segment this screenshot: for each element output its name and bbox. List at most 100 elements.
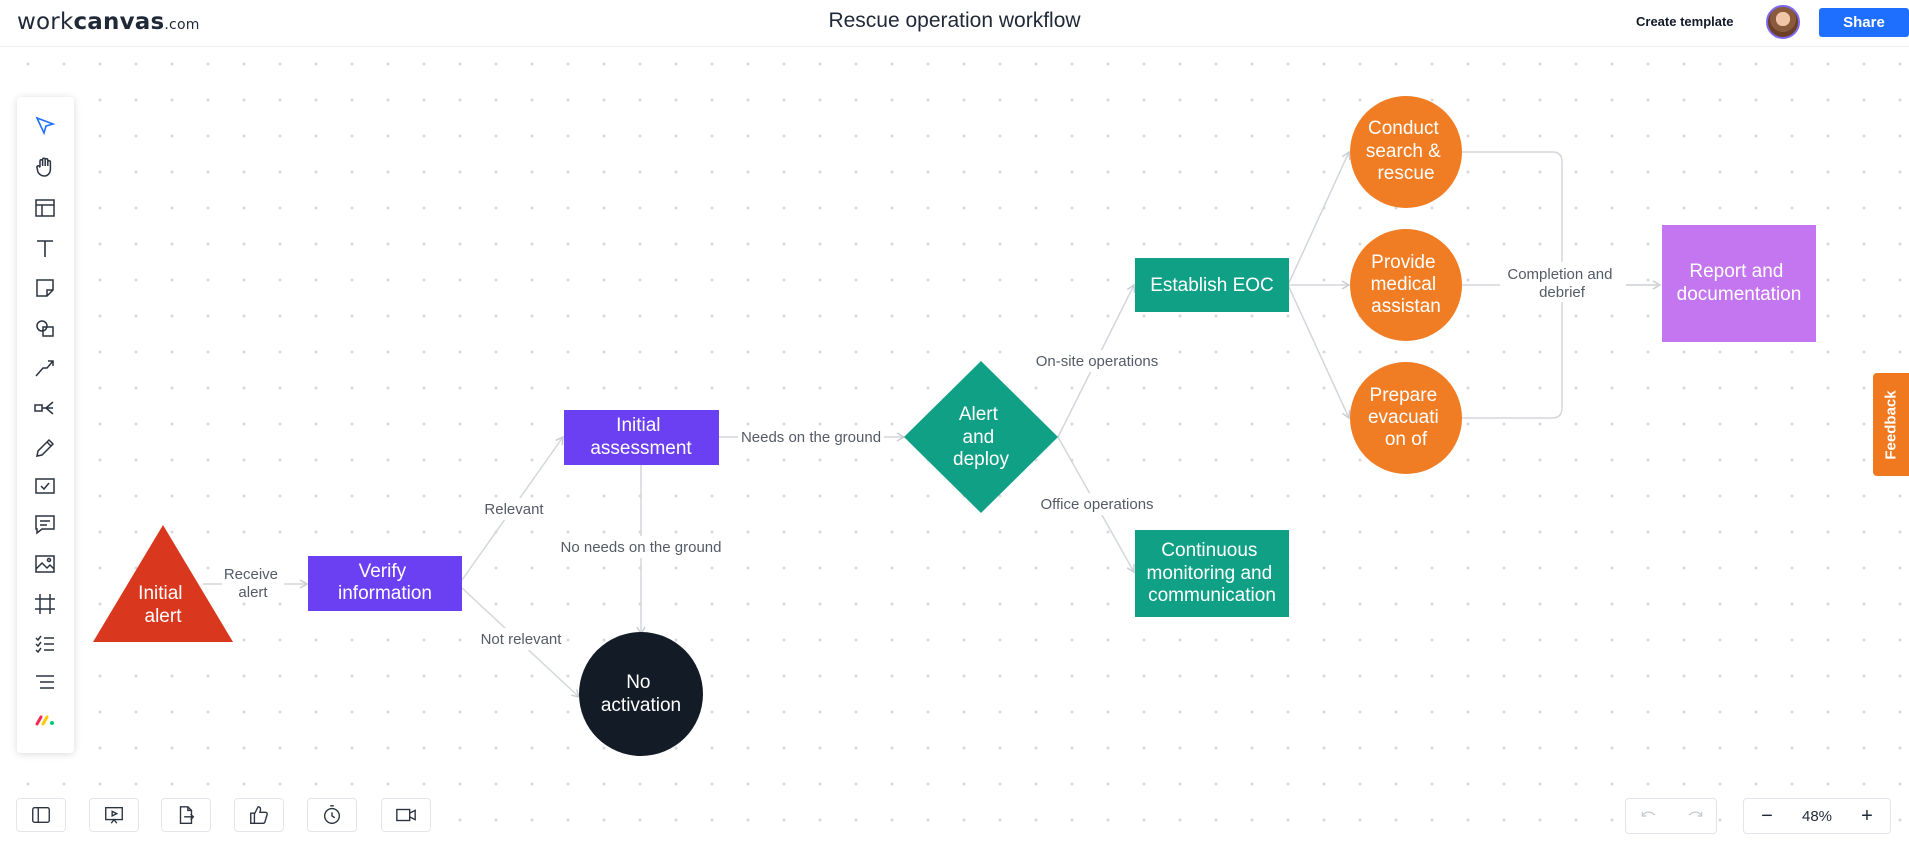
node-evac-line-2: evacuati	[1368, 407, 1439, 428]
label-office-operations: Office operations	[1040, 496, 1153, 513]
node-alert-deploy-line-3: deploy	[953, 449, 1009, 470]
mind-map-icon[interactable]	[30, 393, 60, 423]
node-search-line-3: rescue	[1377, 163, 1434, 184]
sticky-note-icon[interactable]	[30, 273, 60, 303]
left-toolbar	[17, 97, 74, 753]
svg-text:Conduct search &: Conduct search & rescue	[1366, 118, 1446, 184]
logo-light: work	[17, 9, 74, 35]
edge-eoc-to-evac[interactable]	[1287, 284, 1351, 420]
image-icon[interactable]	[30, 549, 60, 579]
node-alert-and-deploy[interactable]: Alert and deploy	[904, 361, 1058, 513]
timer-icon	[323, 805, 341, 824]
edge-evac-to-report[interactable]	[1461, 284, 1573, 419]
edge-eoc-to-search[interactable]	[1287, 150, 1351, 286]
node-evac-line-3: on of	[1385, 429, 1428, 450]
label-not-relevant: Not relevant	[481, 631, 563, 648]
node-evac-line-1: Prepare	[1370, 385, 1438, 406]
shapes-icon[interactable]	[30, 313, 60, 343]
node-initial-alert[interactable]: Initial alert	[93, 525, 233, 642]
frame-icon[interactable]	[30, 589, 60, 619]
undo-icon	[1641, 811, 1656, 817]
zoom-level[interactable]: 48%	[1801, 807, 1833, 825]
svg-text:No activation: No activation	[601, 672, 681, 716]
node-initial-assessment[interactable]: Initial assessment	[564, 410, 719, 465]
export-button[interactable]	[161, 798, 211, 832]
svg-text:Provide medical: Provide medical assistan	[1371, 252, 1442, 317]
timer-button[interactable]	[307, 798, 357, 832]
redo-icon	[1688, 811, 1703, 817]
node-eoc-line-1: Establish EOC	[1150, 275, 1274, 296]
checklist-icon[interactable]	[30, 629, 60, 659]
list-outline-icon[interactable]	[30, 667, 60, 697]
comment-icon[interactable]	[30, 509, 60, 539]
connector-line-icon[interactable]	[30, 353, 60, 383]
node-no-activation-line-2: activation	[601, 695, 681, 716]
user-avatar[interactable]	[1766, 5, 1800, 39]
logo-bold: canvas	[73, 9, 165, 35]
svg-text:Alert and depl: Alert and deploy	[953, 404, 1009, 470]
select-pointer-icon[interactable]	[30, 111, 60, 141]
node-monitoring-line-1: Continuous	[1161, 540, 1257, 561]
label-no-needs: No needs on the ground	[561, 539, 722, 556]
node-report-line-1: Report and	[1689, 261, 1783, 282]
logo-suffix: .com	[164, 17, 200, 33]
node-search-line-2: search &	[1366, 141, 1441, 162]
feedback-tab[interactable]: Feedback	[1873, 373, 1909, 476]
sidebar-toggle-button[interactable]	[16, 798, 66, 832]
share-button[interactable]: Share	[1819, 8, 1909, 37]
redo-button[interactable]	[1672, 799, 1718, 833]
node-assessment-line-2: assessment	[590, 438, 692, 459]
node-report-documentation[interactable]: Report and documentation	[1662, 225, 1816, 342]
vote-button[interactable]	[234, 798, 284, 832]
feedback-label: Feedback	[1882, 389, 1900, 460]
zoom-out-button[interactable]: −	[1761, 804, 1773, 827]
layout-template-icon[interactable]	[30, 193, 60, 223]
node-conduct-search-rescue[interactable]: Conduct search & rescue	[1350, 96, 1462, 208]
video-button[interactable]	[381, 798, 431, 832]
thumbs-up-icon	[250, 806, 268, 824]
node-report-line-2: documentation	[1677, 284, 1802, 305]
pen-icon[interactable]	[30, 433, 60, 463]
node-prepare-evacuation[interactable]: Prepare evacuati on of	[1350, 362, 1462, 474]
label-receive-1: Receive	[224, 566, 278, 583]
label-needs-on-ground: Needs on the ground	[741, 429, 881, 446]
node-establish-eoc[interactable]: Establish EOC	[1135, 258, 1289, 312]
svg-text:Initial assessment: Initial assessment	[590, 415, 692, 459]
node-assessment-line-1: Initial	[616, 415, 660, 436]
task-board-icon[interactable]	[30, 471, 60, 501]
sidebar-toggle-icon	[32, 806, 50, 824]
label-completion-debrief: Completion and debrief	[1507, 266, 1616, 301]
zoom-controls: − 48% +	[1743, 798, 1891, 834]
label-receive-alert: Receive alert	[224, 566, 282, 601]
node-monitoring-line-2: monitoring and	[1147, 563, 1273, 584]
monday-logo-icon[interactable]	[30, 705, 60, 735]
export-icon	[179, 806, 195, 824]
logo[interactable]: workcanvas.com	[17, 9, 200, 35]
create-template-button[interactable]: Create template	[1636, 14, 1734, 29]
node-alert-deploy-line-2: and	[963, 427, 995, 448]
hand-pan-icon[interactable]	[30, 152, 60, 182]
svg-text:Continuous monitoring: Continuous monitoring and communication	[1147, 540, 1278, 606]
node-alert-deploy-line-1: Alert	[959, 404, 999, 425]
node-verify-line-1: Verify	[359, 561, 407, 582]
node-verify-information[interactable]: Verify information	[308, 556, 462, 611]
svg-text:Report and documentati: Report and documentation	[1677, 261, 1802, 305]
node-provide-medical[interactable]: Provide medical assistan	[1350, 229, 1462, 341]
zoom-in-button[interactable]: +	[1861, 804, 1873, 827]
node-medical-line-3: assistan	[1371, 296, 1441, 317]
node-continuous-monitoring[interactable]: Continuous monitoring and communication	[1135, 530, 1289, 617]
node-search-line-1: Conduct	[1368, 118, 1439, 139]
video-icon	[396, 808, 416, 822]
node-medical-line-2: medical	[1371, 274, 1436, 295]
present-button[interactable]	[89, 798, 139, 832]
text-icon[interactable]	[30, 233, 60, 263]
node-no-activation[interactable]: No activation	[579, 632, 703, 756]
edge-labels: Receive alert Relevant Not relevant No n…	[222, 262, 1626, 650]
undo-button[interactable]	[1626, 799, 1672, 833]
label-onsite-operations: On-site operations	[1036, 353, 1159, 370]
label-completion-2: debrief	[1539, 284, 1586, 301]
node-initial-alert-line-1: Initial	[138, 583, 182, 604]
label-relevant: Relevant	[484, 501, 544, 518]
